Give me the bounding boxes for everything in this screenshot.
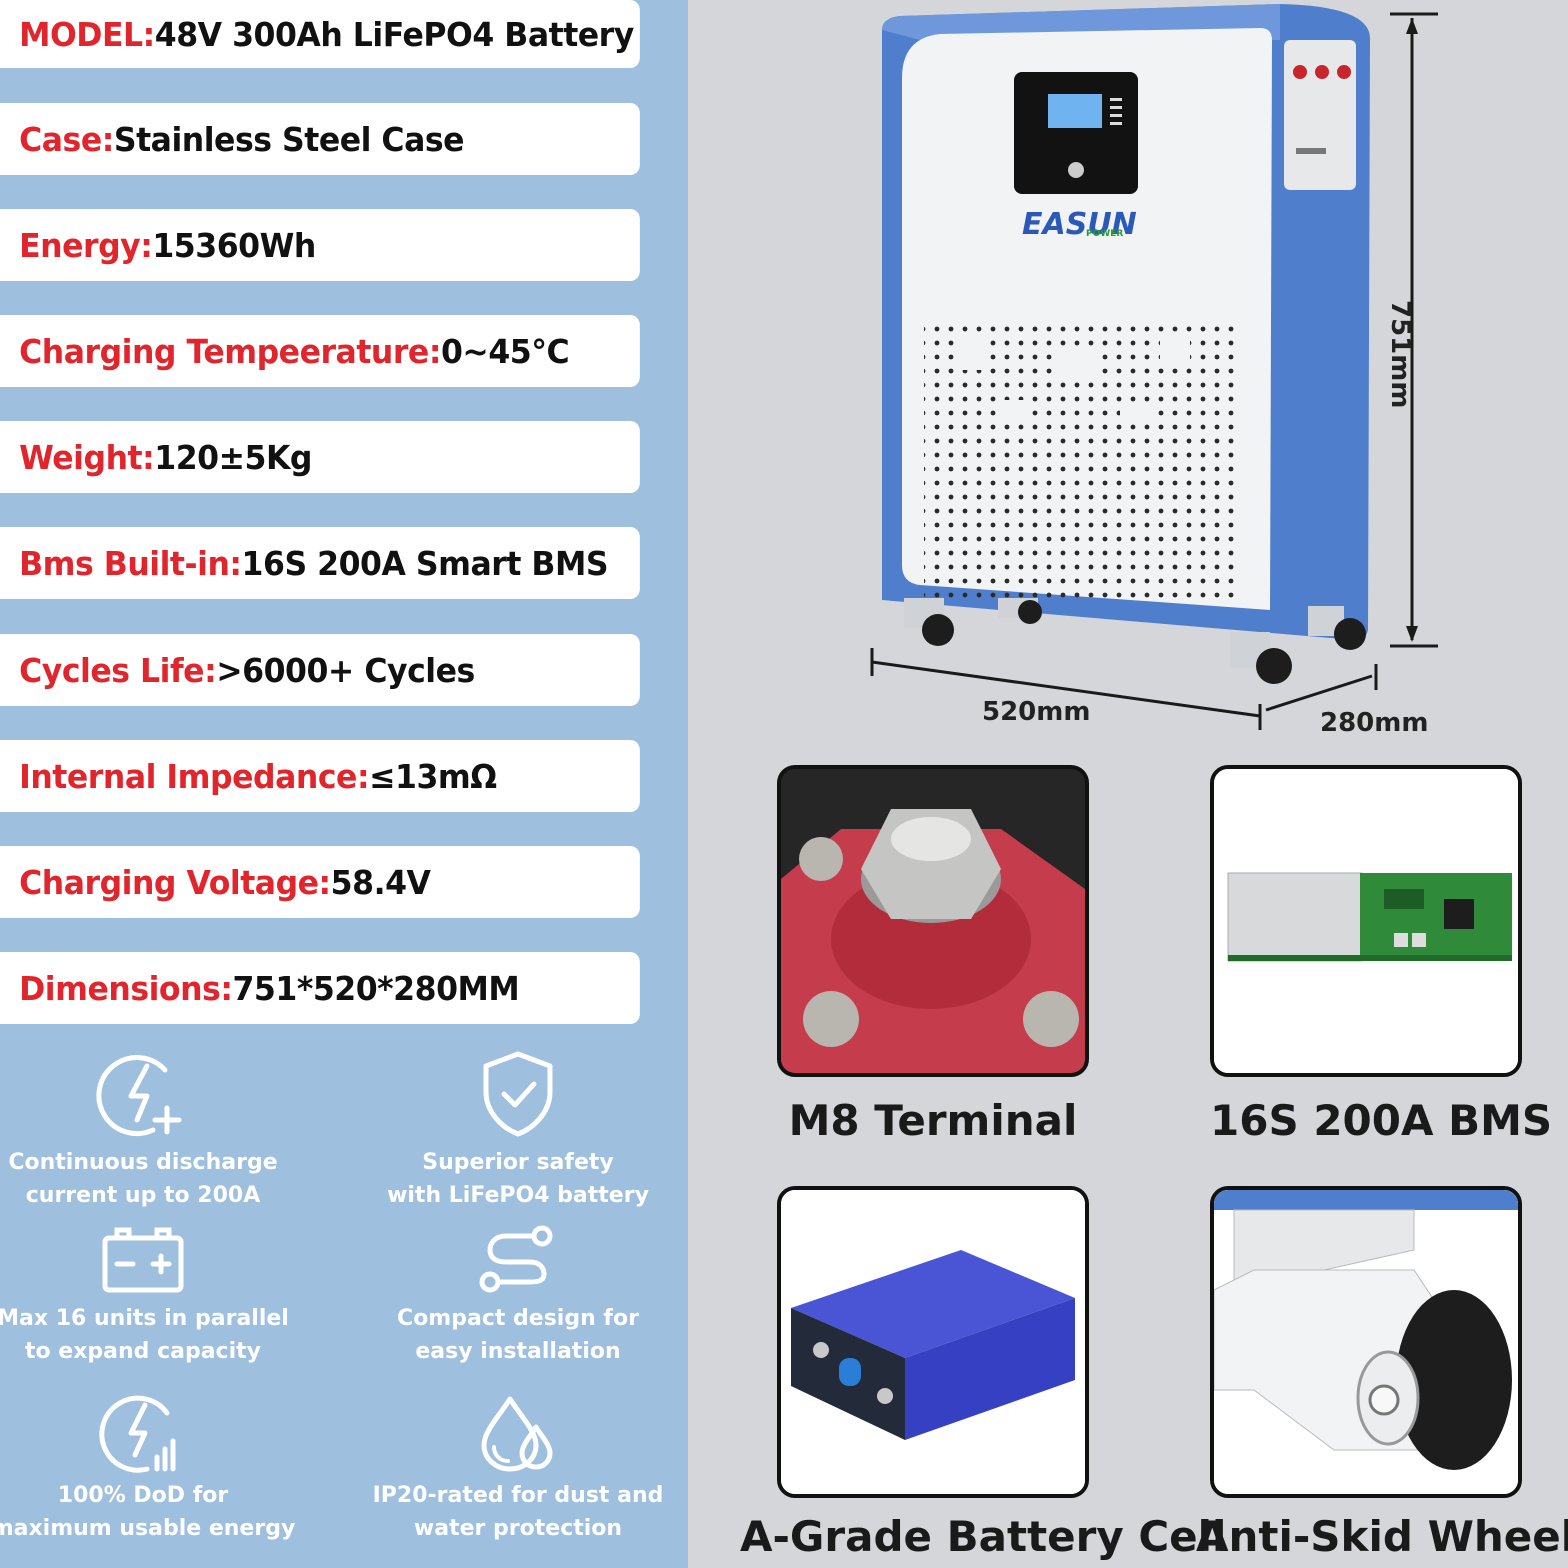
spec-key: Dimensions: <box>19 968 233 1008</box>
battery-cabinet-image: EASUN POWER <box>870 4 1438 730</box>
spec-key: Cycles Life: <box>19 650 217 690</box>
spec-key: Weight: <box>19 437 155 477</box>
lightning-bars-icon <box>99 1395 176 1473</box>
battery-icon <box>102 1227 184 1293</box>
caption-bms: 16S 200A BMS <box>1210 1096 1553 1145</box>
caption-wheel: Anti-Skid Wheel <box>1196 1512 1568 1561</box>
m8-terminal-icon <box>781 769 1085 1073</box>
feature-text: Continuous discharge current up to 200A <box>8 1150 278 1208</box>
battery-cell-icon <box>781 1190 1085 1494</box>
bms-board-icon <box>1214 769 1518 1073</box>
route-icon <box>479 1225 553 1293</box>
spec-key: Charging Tempeerature: <box>19 331 441 371</box>
feature-parallel: Max 16 units in parallel to expand capac… <box>0 1222 303 1368</box>
feature-text: 100% DoD for maximum usable energy <box>0 1483 296 1541</box>
water-drops-icon <box>481 1396 553 1472</box>
caption-m8-terminal: M8 Terminal <box>788 1096 1078 1145</box>
spec-row-energy: Energy: 15360Wh <box>0 209 640 281</box>
spec-row-case: Case: Stainless Steel Case <box>0 103 640 175</box>
spec-row-bms: Bms Built-in: 16S 200A Smart BMS <box>0 527 640 599</box>
spec-value: 120±5Kg <box>154 437 313 477</box>
spec-row-charging-temperature: Charging Tempeerature: 0~45°C <box>0 315 640 387</box>
caster-right-front <box>1230 632 1292 684</box>
spec-row-dimensions: Dimensions: 751*520*280MM <box>0 952 640 1024</box>
dimension-width-label: 520mm <box>982 697 1091 727</box>
spec-row-model: MODEL: 48V 300Ah LiFePO4 Battery <box>0 0 640 68</box>
feature-text: Superior safety with LiFePO4 battery <box>387 1150 649 1208</box>
dimension-depth-label: 280mm <box>1320 708 1429 738</box>
caption-battery-cell: A-Grade Battery Cell <box>740 1512 1227 1561</box>
card-battery-cell <box>777 1186 1089 1498</box>
spec-row-charging-voltage: Charging Voltage: 58.4V <box>0 846 640 918</box>
spec-value: 16S 200A Smart BMS <box>241 543 609 583</box>
spec-key: MODEL: <box>19 14 155 54</box>
brand-logo: EASUN <box>1022 207 1137 242</box>
feature-text: IP20-rated for dust and water protection <box>372 1483 664 1541</box>
lightning-plus-icon <box>96 1055 182 1137</box>
caster-back <box>998 598 1042 624</box>
spec-value: 751*520*280MM <box>232 968 520 1008</box>
dimension-height-label: 751mm <box>1385 300 1415 409</box>
feature-dod: 100% DoD for maximum usable energy <box>0 1393 303 1545</box>
spec-key: Charging Voltage: <box>19 862 331 902</box>
spec-row-weight: Weight: 120±5Kg <box>0 421 640 493</box>
spec-value: ≤13mΩ <box>369 756 497 796</box>
shield-check-icon <box>483 1051 553 1137</box>
spec-row-cycles: Cycles Life: >6000+ Cycles <box>0 634 640 706</box>
card-m8-terminal <box>777 765 1089 1077</box>
wheel-icon <box>1214 1190 1518 1494</box>
spec-value: 15360Wh <box>152 225 316 265</box>
spec-value: >6000+ Cycles <box>216 650 475 690</box>
feature-discharge: Continuous discharge current up to 200A <box>0 1048 303 1212</box>
spec-key: Case: <box>19 119 114 159</box>
spec-key: Internal Impedance: <box>19 756 370 796</box>
card-wheel <box>1210 1186 1522 1498</box>
spec-value: Stainless Steel Case <box>113 119 465 159</box>
spec-row-impedance: Internal Impedance: ≤13mΩ <box>0 740 640 812</box>
spec-value: 58.4V <box>330 862 431 902</box>
feature-safety: Superior safety with LiFePO4 battery <box>358 1048 678 1212</box>
spec-panel: MODEL: 48V 300Ah LiFePO4 Battery Case: S… <box>0 0 688 1568</box>
feature-text: Compact design for easy installation <box>397 1306 639 1364</box>
caster-right-back <box>1308 606 1366 650</box>
spec-value: 48V 300Ah LiFePO4 Battery <box>154 14 635 54</box>
feature-ip20: IP20-rated for dust and water protection <box>358 1393 678 1545</box>
feature-text: Max 16 units in parallel to expand capac… <box>0 1306 289 1364</box>
brand-logo-sub: POWER <box>1086 229 1123 239</box>
spec-key: Bms Built-in: <box>19 543 242 583</box>
spec-key: Energy: <box>19 225 153 265</box>
spec-value: 0~45°C <box>440 331 570 371</box>
caster-left-front <box>904 598 954 646</box>
card-bms <box>1210 765 1522 1077</box>
feature-compact: Compact design for easy installation <box>358 1222 678 1368</box>
